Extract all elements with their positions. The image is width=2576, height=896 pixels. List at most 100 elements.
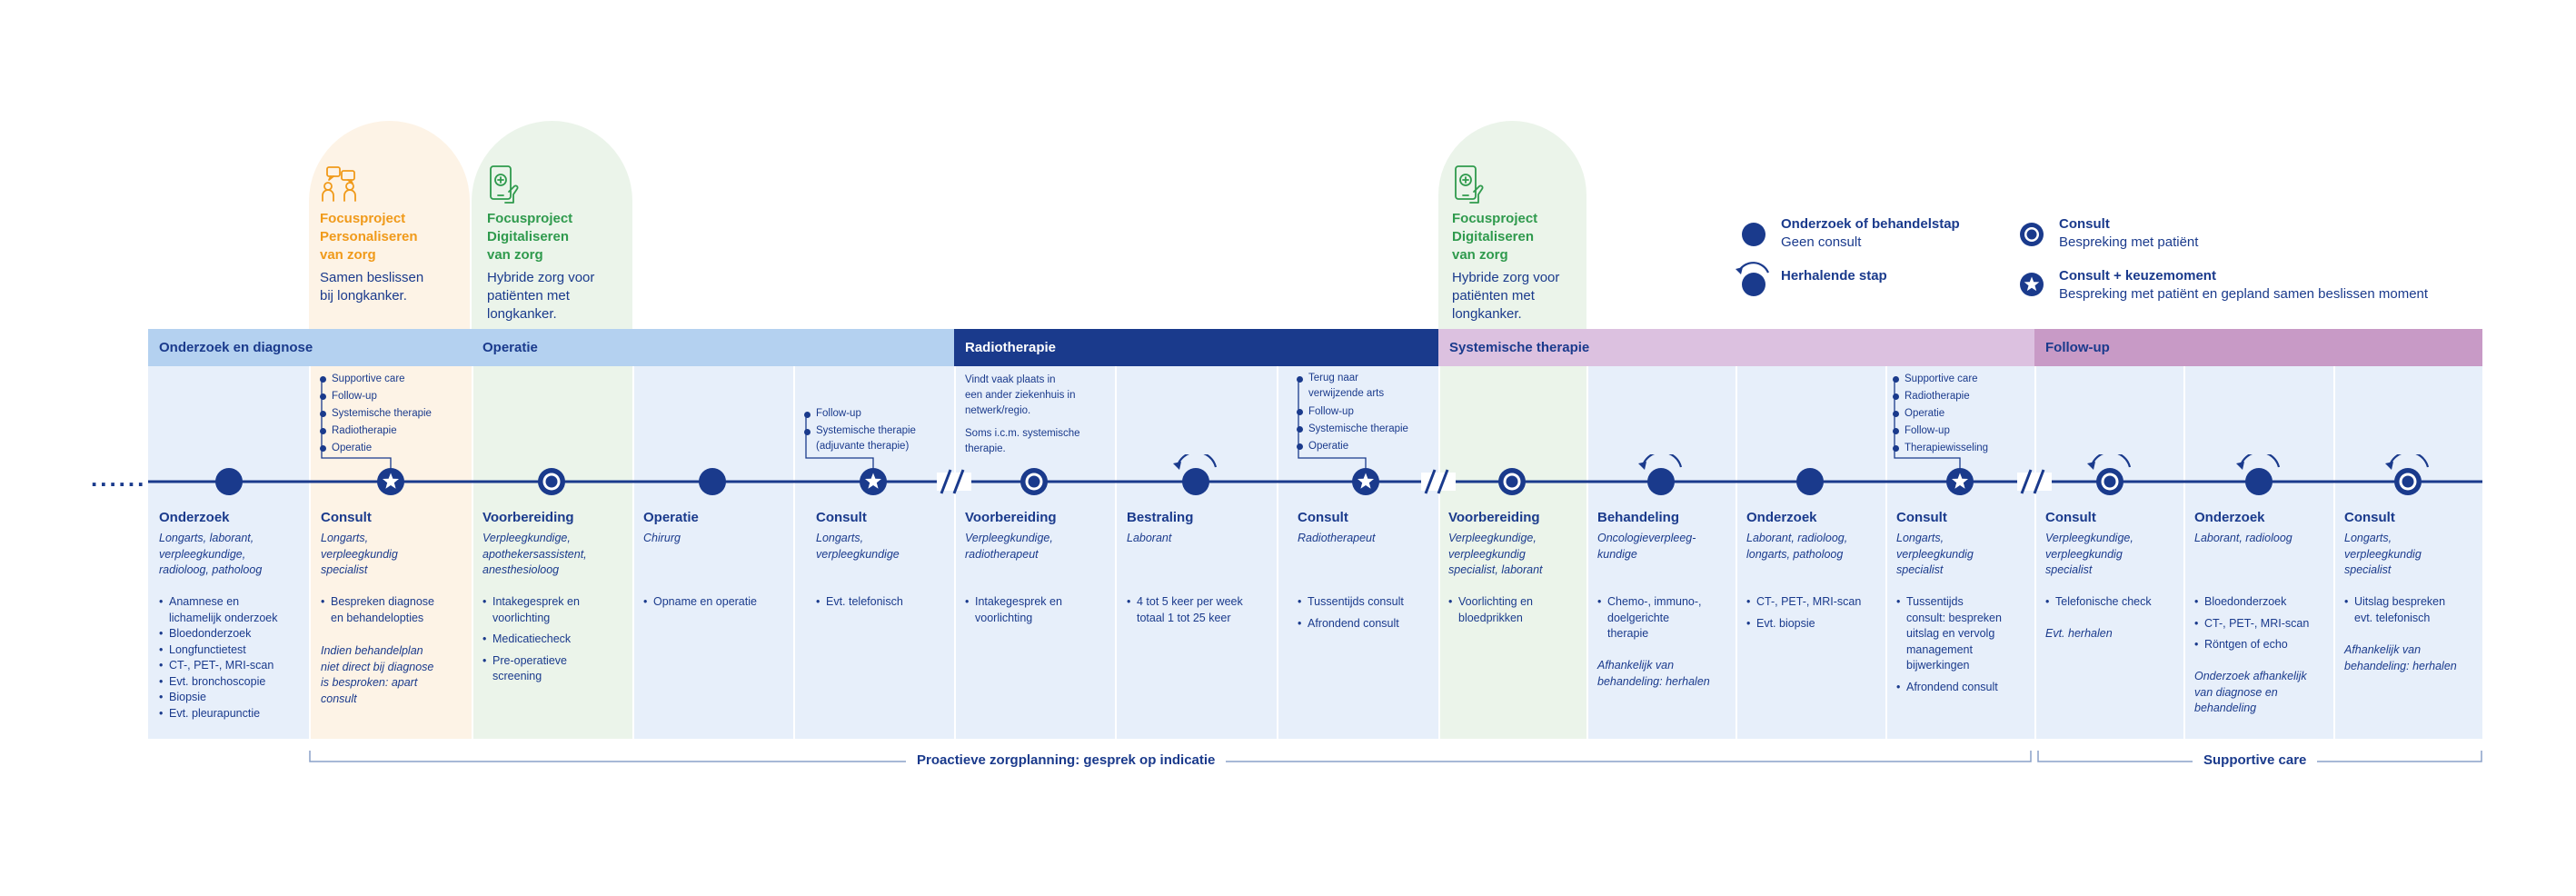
consult-marker [1498,468,1526,495]
step-title: Onderzoek [2194,510,2265,525]
proactive-care-label: Proactieve zorgplanning: gesprek op indi… [906,752,1227,768]
column-divider [309,366,311,739]
focus-blob-personaliseren [309,121,470,329]
step-item: Chemo-, immuno-, doelgerichte therapie [1597,594,1702,642]
step-note: Evt. herhalen [2045,627,2113,640]
step-title: Consult [1896,510,1947,525]
phase-radiotherapie: Radiotherapie [954,329,1438,366]
focus-desc-digitaliseren-2: Hybride zorg voor patiënten met longkank… [1452,270,1560,322]
column-bg-systemisch-green [1438,366,1586,739]
choice-options-list: Supportive care Radiotherapie Operatie F… [1892,371,1988,457]
phase-label: Systemische therapie [1449,340,1590,355]
supportive-care-label: Supportive care [2193,752,2318,768]
column-divider [1277,366,1278,739]
step-roles: Oncologieverpleeg- kundige [1597,532,1696,561]
step-title: Consult [1298,510,1348,525]
step-item: Uitslag bespreken evt. telefonisch [2344,594,2445,626]
legend-step-text: Onderzoek of behandelstap Geen consult [1781,215,1960,252]
focus-blob-digitaliseren-2 [1438,121,1586,329]
step-item: Medicatiecheck [482,632,580,648]
phase-label: Radiotherapie [965,340,1057,355]
step-items: Intakegesprek en voorlichting Medicatiec… [482,594,580,685]
step-items: 4 tot 5 keer per week totaal 1 tot 25 ke… [1127,594,1243,626]
choice-options-list: Follow-up Systemische therapie (adjuvant… [804,406,916,454]
step-items: Chemo-, immuno-, doelgerichte therapie [1597,594,1702,642]
step-item: Opname en operatie [643,594,757,611]
choice-option: Operatie [1892,405,1988,423]
step-item: Pre-operatieve screening [482,653,580,685]
step-roles: Verpleegkundige, apothekersassistent, an… [482,532,587,576]
focus-desc-personaliseren: Samen beslissen bij longkanker. [320,270,424,304]
step-item: 4 tot 5 keer per week totaal 1 tot 25 ke… [1127,594,1243,626]
step-item: Afrondend consult [1298,616,1404,632]
radiotherapy-note: Vindt vaak plaats in een ander ziekenhui… [965,374,1076,416]
step-roles: Longarts, verpleegkundige [816,532,900,561]
step-roles: Chirurg [643,532,681,544]
timeline-break [1421,469,1456,494]
choice-option: Radiotherapie [1892,388,1988,405]
choice-marker [1352,468,1379,495]
step-note: Afhankelijk van behandeling: herhalen [1597,659,1710,688]
legend-repeat-title: Herhalende stap [1781,268,1887,284]
choice-marker [860,468,887,495]
step-items: Tussentijds consult Afrondend consult [1298,594,1404,632]
step-item: Evt. bronchoscopie [159,674,278,691]
step-items: Bloedonderzoek CT-, PET-, MRI-scan Röntg… [2194,594,2309,653]
timeline [148,454,2482,495]
column-divider [1115,366,1117,739]
step-title: Consult [2045,510,2096,525]
step-items: Voorlichting en bloedprikken [1448,594,1533,626]
timeline-break [937,469,971,494]
step-roles: Longarts, verpleegkundig specialist [321,532,398,576]
step-marker [215,468,243,495]
step-roles: Verpleegkundige, verpleegkundig speciali… [1448,532,1543,576]
column-divider [1586,366,1588,739]
step-title: Consult [321,510,372,525]
timeline-dots: ...... [91,464,147,492]
column-divider [2183,366,2185,739]
step-marker [699,468,726,495]
step-items: Bespreken diagnose en behandelopties [321,594,434,626]
choice-marker [1946,468,1974,495]
step-item: Biopsie [159,690,278,706]
repeat-step-marker [1638,454,1683,495]
phase-systemische-therapie: Systemische therapie [1438,329,2034,366]
choice-option: Follow-up [1892,423,1988,440]
step-items: Intakegesprek en voorlichting [965,594,1062,626]
legend-repeat-text: Herhalende stap [1781,267,1887,285]
step-item: Bloedonderzoek [2194,594,2309,611]
step-item: Longfunctietest [159,642,278,659]
legend-step-icon [1742,223,1765,246]
step-roles: Laborant, radioloog [2194,532,2293,544]
step-roles: Verpleegkundige, radiotherapeut [965,532,1053,561]
timeline-break [2017,469,2052,494]
focus-blob-digitaliseren-1 [472,121,632,329]
choice-option: Follow-up [804,406,916,422]
step-item: Anamnese en lichamelijk onderzoek [159,594,278,626]
choice-option: Terug naar verwijzende arts [1297,371,1408,402]
step-title: Consult [816,510,867,525]
phase-label: Follow-up [2045,340,2110,355]
legend-consult-icon [2020,223,2044,246]
choice-option: Systemische therapie (adjuvante therapie… [804,423,916,454]
choice-option: Supportive care [1892,371,1988,388]
focus-desc-digitaliseren-1: Hybride zorg voor patiënten met longkank… [487,270,595,322]
choice-option: Operatie [1297,438,1408,455]
step-title: Onderzoek [159,510,230,525]
column-divider [472,366,473,739]
repeat-step-marker [2236,454,2281,495]
step-item: Voorlichting en bloedprikken [1448,594,1533,626]
column-divider [1885,366,1887,739]
column-bg-radiotherapie [954,366,1438,739]
choice-options-list: Terug naar verwijzende arts Follow-up Sy… [1297,371,1408,455]
step-item: Afrondend consult [1896,680,2002,696]
legend-choice-title: Consult + keuzemoment [2059,268,2216,284]
legend-step-title: Onderzoek of behandelstap [1781,216,1960,232]
step-roles: Laborant [1127,532,1172,544]
focus-title-digitaliseren-2: Focusproject Digitaliseren van zorg [1452,211,1538,263]
legend-step-sub: Geen consult [1781,234,1862,250]
column-divider [954,366,956,739]
radiotherapy-note: Soms i.c.m. systemische therapie. [965,428,1080,454]
step-items: Uitslag bespreken evt. telefonisch [2344,594,2445,626]
step-note: Afhankelijk van behandeling: herhalen [2344,643,2457,672]
